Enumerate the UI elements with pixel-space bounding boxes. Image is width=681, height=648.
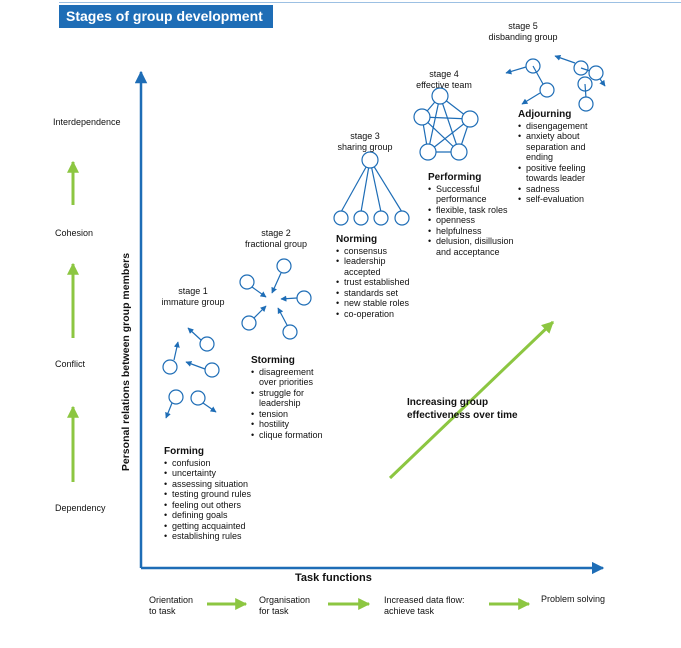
step-organisation: Organisation for task: [259, 595, 310, 616]
stage4-caption-text: effective team: [416, 79, 472, 90]
list-item: getting acquainted: [164, 521, 251, 532]
step-orientation: Orientation to task: [149, 595, 193, 616]
step-data-flow-line1: Increased data flow:: [384, 595, 465, 605]
stage4-caption: stage 4 effective team: [404, 69, 484, 90]
list-item: clique formation: [251, 430, 323, 441]
step-problem-solving: Problem solving: [541, 594, 605, 605]
stage5-group-icon: [505, 54, 606, 112]
x-axis-label: Task functions: [295, 572, 372, 584]
stage3-number: stage 3: [350, 131, 380, 141]
norming-heading: Norming: [336, 234, 378, 245]
norming-block: Norming consensusleadershipacceptedtrust…: [336, 234, 410, 320]
forming-list: confusionuncertaintyassessing situationt…: [164, 458, 251, 542]
top-rule: [59, 2, 681, 3]
stage3-caption: stage 3 sharing group: [325, 131, 405, 152]
stage4-group-icon: [413, 87, 479, 161]
list-item: assessing situation: [164, 479, 251, 490]
level-conflict: Conflict: [55, 359, 86, 369]
effectiveness-line2: effectiveness over time: [407, 410, 518, 421]
step-data-flow: Increased data flow: achieve task: [384, 595, 465, 616]
performing-list: Successfulperformanceflexible, task role…: [428, 184, 514, 258]
forming-heading: Forming: [164, 446, 204, 457]
list-item: flexible, task roles: [428, 205, 514, 216]
list-item: testing ground rules: [164, 489, 251, 500]
step-orientation-line2: to task: [149, 605, 176, 616]
stage3-group-icon: [333, 151, 410, 226]
list-item: tension: [251, 409, 323, 420]
list-item: trust established: [336, 277, 410, 288]
list-item: hostility: [251, 419, 323, 430]
list-item: openness: [428, 215, 514, 226]
list-item: defining goals: [164, 510, 251, 521]
list-item: disengagement: [518, 121, 588, 132]
y-axis-label: Personal relations between group members: [120, 252, 132, 472]
stage2-caption-text: fractional group: [244, 238, 308, 249]
effectiveness-arrow: [388, 320, 555, 480]
diagram-title: Stages of group development: [59, 5, 273, 28]
performing-heading: Performing: [428, 172, 482, 183]
list-item: co-operation: [336, 309, 410, 320]
list-item: confusion: [164, 458, 251, 469]
stage2-group-icon: [239, 258, 312, 340]
list-item: helpfulness: [428, 226, 514, 237]
level-interdependence: Interdependence: [53, 117, 121, 127]
list-item: consensus: [336, 246, 410, 257]
level-dependency: Dependency: [55, 503, 106, 513]
list-item: uncertainty: [164, 468, 251, 479]
performing-block: Performing Successfulperformanceflexible…: [428, 172, 514, 258]
stage5-number: stage 5: [508, 21, 538, 31]
step-organisation-line2: for task: [259, 605, 289, 616]
stage2-caption: stage 2 fractional group: [236, 228, 316, 249]
stage1-group-icon: [162, 327, 220, 419]
list-item: self-evaluation: [518, 194, 588, 205]
adjourning-block: Adjourning disengagementanxiety aboutsep…: [518, 109, 588, 205]
stage4-number: stage 4: [429, 69, 459, 79]
list-item: sadness: [518, 184, 588, 195]
step-problem-solving-line1: Problem solving: [541, 594, 606, 604]
effectiveness-label: Increasing group effectiveness over time: [407, 396, 518, 422]
forming-block: Forming confusionuncertaintyassessing si…: [164, 446, 251, 542]
adjourning-heading: Adjourning: [518, 109, 572, 120]
effectiveness-line1: Increasing group: [407, 397, 489, 408]
stage5-caption-text: disbanding group: [488, 31, 558, 42]
step-orientation-line1: Orientation: [149, 595, 194, 605]
list-item: new stable roles: [336, 298, 410, 309]
stage1-caption: stage 1 immature group: [153, 286, 233, 307]
stage1-caption-text: immature group: [161, 296, 225, 307]
list-item: establishing rules: [164, 531, 251, 542]
step-organisation-line1: Organisation: [259, 595, 311, 605]
stage1-number: stage 1: [178, 286, 208, 296]
stage2-number: stage 2: [261, 228, 291, 238]
list-item: feeling out others: [164, 500, 251, 511]
stage5-caption: stage 5 disbanding group: [480, 21, 566, 42]
level-cohesion: Cohesion: [55, 228, 94, 238]
storming-heading: Storming: [251, 355, 295, 366]
norming-list: consensusleadershipacceptedtrust establi…: [336, 246, 410, 320]
stage3-caption-text: sharing group: [337, 141, 393, 152]
step-data-flow-line2: achieve task: [384, 605, 435, 616]
list-item: standards set: [336, 288, 410, 299]
